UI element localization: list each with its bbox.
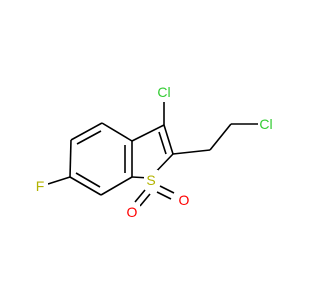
bond-c-f: [47, 176, 71, 185]
bond-c2-ch2: [172, 149, 211, 155]
bond-ch2-ch2: [209, 123, 232, 151]
bond-c3-c2-inner: [158, 131, 167, 155]
bond-ring-6: [101, 122, 133, 142]
bond-ring-4: [100, 176, 133, 196]
bond-ring-3-inner: [75, 172, 101, 188]
bond-s-o-2b: [156, 191, 172, 200]
bond-ring-1: [70, 122, 103, 141]
bond-ring-1-inner: [76, 130, 102, 145]
atom-oxygen-2: O: [179, 192, 190, 208]
atom-chlorine-chain: Cl: [259, 116, 272, 132]
atom-fluorine: F: [36, 178, 45, 194]
bond-c-c3: [131, 124, 165, 142]
bond-s-o-2a: [159, 185, 175, 194]
molecule-diagram: Cl Cl F S O O: [35, 84, 273, 220]
bond-s-o-1a: [134, 189, 146, 203]
structure-canvas: Cl Cl F S O O: [35, 84, 273, 220]
atom-sulfur: S: [146, 172, 155, 188]
bond-c3-c2: [163, 124, 174, 155]
atom-oxygen-1: O: [127, 204, 138, 220]
bond-s-o-1b: [139, 193, 151, 207]
bond-ring-2: [69, 139, 72, 178]
bond-ring-3: [69, 176, 102, 196]
atom-chlorine-ring: Cl: [157, 84, 170, 100]
